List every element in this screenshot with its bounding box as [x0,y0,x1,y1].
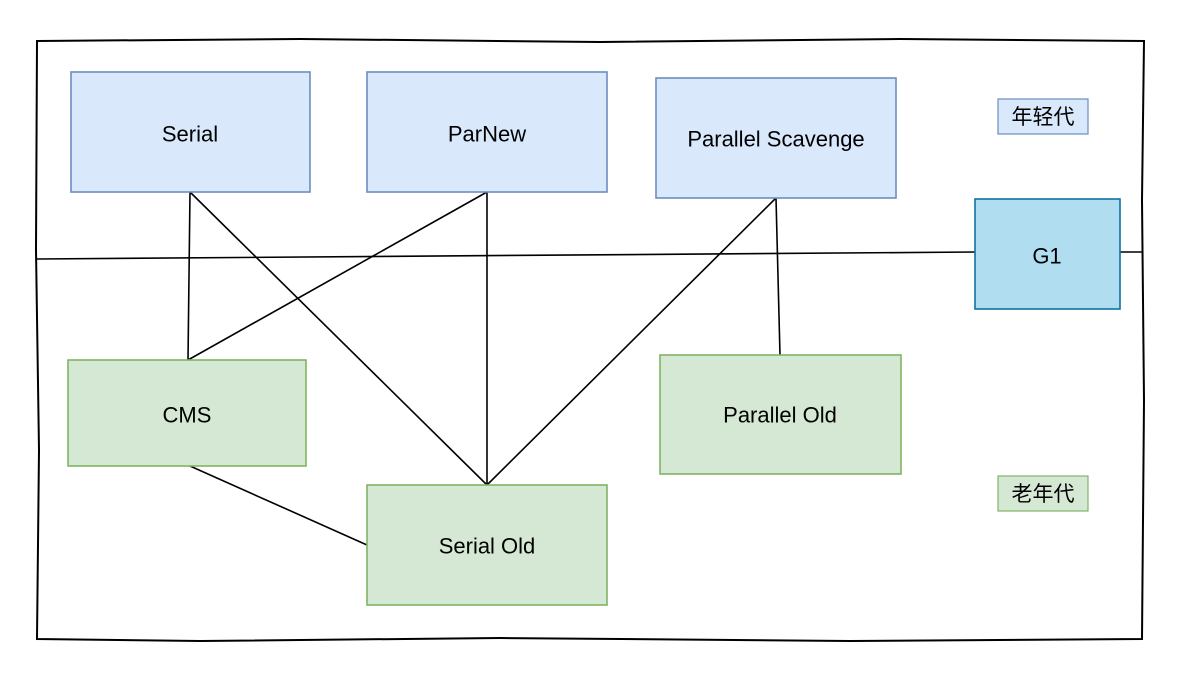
node-g1-label: G1 [1032,244,1061,269]
node-serial[interactable]: Serial [70,71,311,193]
node-parallel-old-label: Parallel Old [723,403,837,428]
edge-parnew-cms [187,191,488,361]
node-serial-old[interactable]: Serial Old [366,484,608,606]
node-parallel-old[interactable]: Parallel Old [659,354,902,475]
generation-divider-line [36,251,976,260]
node-parallel-scavenge-label: Parallel Scavenge [687,127,864,152]
node-parnew-label: ParNew [448,122,526,147]
edge-serial-cms [187,191,191,361]
node-g1[interactable]: G1 [974,198,1121,310]
edge-parallel-scavenge-serial-old [486,197,777,486]
edge-serial-serial-old [189,191,488,486]
node-parnew[interactable]: ParNew [366,71,608,193]
legend-young-gen: 年轻代 [997,98,1089,135]
legend-old-gen-label: 老年代 [1012,482,1075,506]
node-cms-label: CMS [163,403,212,428]
edge-parallel-scavenge-parallel-old [775,197,781,356]
legend-old-gen: 老年代 [997,475,1089,512]
legend-young-gen-label: 年轻代 [1012,105,1075,129]
edge-cms-serial-old [189,465,368,546]
node-cms[interactable]: CMS [67,359,307,467]
node-serial-old-label: Serial Old [439,534,536,559]
node-parallel-scavenge[interactable]: Parallel Scavenge [655,77,897,199]
node-serial-label: Serial [162,122,218,147]
